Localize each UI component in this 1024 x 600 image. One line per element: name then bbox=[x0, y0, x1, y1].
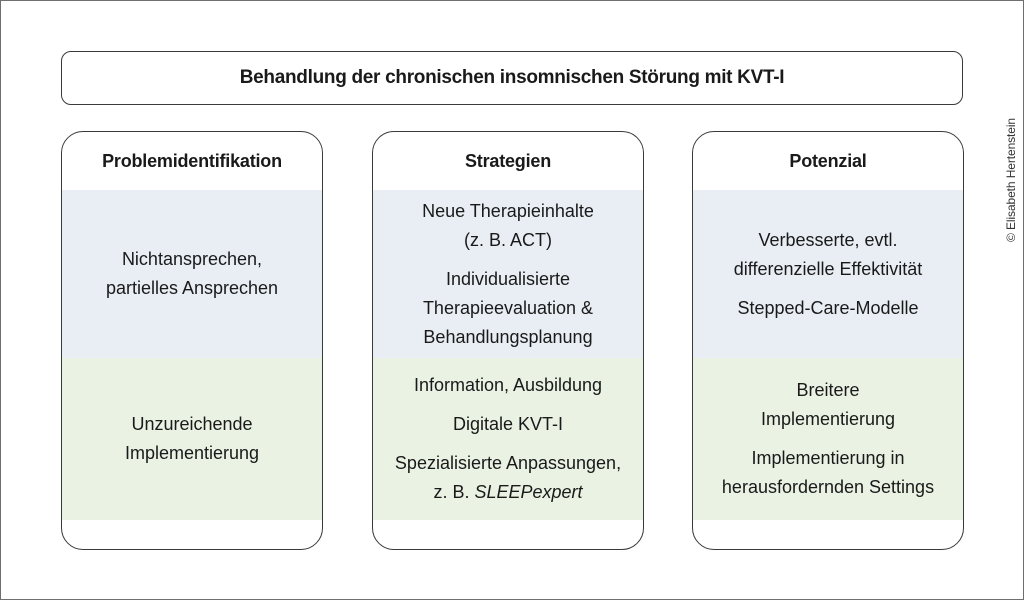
list-item: Verbesserte, evtl. differenzielle Effekt… bbox=[734, 226, 922, 284]
diagram-title: Behandlung der chronischen insomnischen … bbox=[239, 67, 785, 88]
column-strategien: Strategien Neue Therapieinhalte (z. B. A… bbox=[372, 131, 644, 550]
item-prefix: z. B. bbox=[433, 482, 475, 502]
item-line: Unzureichende bbox=[131, 414, 253, 434]
item-line: (z. B. ACT) bbox=[463, 229, 552, 250]
item-line: Behandlungsplanung bbox=[423, 326, 593, 347]
item-line: herausfordernden Settings bbox=[721, 477, 935, 497]
item-line: Implementierung bbox=[124, 443, 260, 463]
item-emphasis: SLEEPexpert bbox=[474, 482, 583, 502]
item-line: Neue Therapieinhalte bbox=[422, 200, 594, 221]
item-line-with-emphasis: z. B. SLEEPexpert bbox=[395, 478, 621, 507]
column-potenzial: Potenzial Verbesserte, evtl. differenzie… bbox=[692, 131, 964, 550]
list-item: Digitale KVT-I bbox=[453, 410, 563, 439]
green-band: Information, Ausbildung Digitale KVT-I S… bbox=[373, 358, 643, 520]
copyright-credit: © Elisabeth Hertenstein bbox=[1004, 118, 1018, 242]
list-item: Spezialisierte Anpassungen, z. B. SLEEPe… bbox=[395, 449, 621, 507]
blue-band: Verbesserte, evtl. differenzielle Effekt… bbox=[693, 190, 963, 358]
column-heading: Strategien bbox=[464, 150, 552, 171]
list-item: Individualisierte Therapieevaluation & B… bbox=[423, 265, 593, 352]
item-line: Implementierung in bbox=[751, 448, 905, 468]
item-line: Therapieevaluation & bbox=[422, 297, 594, 318]
item-line: Spezialisierte Anpassungen, bbox=[394, 453, 622, 473]
green-band: Breitere Implementierung Implementierung… bbox=[693, 358, 963, 520]
list-item: Nichtansprechen, partielles Ansprechen bbox=[106, 245, 278, 303]
column-heading: Problemidentifikation bbox=[102, 150, 282, 171]
list-item: Breitere Implementierung bbox=[761, 376, 895, 434]
list-item: Information, Ausbildung bbox=[414, 371, 602, 400]
item-line: Digitale KVT-I bbox=[452, 414, 564, 434]
item-line: partielles Ansprechen bbox=[105, 278, 279, 298]
item-line: Nichtansprechen, bbox=[121, 249, 263, 269]
list-item: Stepped-Care-Modelle bbox=[737, 294, 918, 323]
blue-band: Nichtansprechen, partielles Ansprechen bbox=[62, 190, 322, 358]
item-line: differenzielle Effektivität bbox=[733, 258, 923, 279]
list-item: Neue Therapieinhalte (z. B. ACT) bbox=[422, 197, 594, 255]
item-line: Implementierung bbox=[760, 409, 896, 429]
green-band: Unzureichende Implementierung bbox=[62, 358, 322, 520]
column-problemidentifikation: Problemidentifikation Nichtansprechen, p… bbox=[61, 131, 323, 550]
item-line: Stepped-Care-Modelle bbox=[737, 297, 919, 318]
list-item: Unzureichende Implementierung bbox=[125, 410, 259, 468]
item-line: Information, Ausbildung bbox=[413, 375, 603, 395]
list-item: Implementierung in herausfordernden Sett… bbox=[722, 444, 934, 502]
item-line: Breitere bbox=[796, 380, 860, 400]
title-box: Behandlung der chronischen insomnischen … bbox=[61, 51, 963, 105]
item-line: Verbesserte, evtl. bbox=[758, 229, 898, 250]
blue-band: Neue Therapieinhalte (z. B. ACT) Individ… bbox=[373, 190, 643, 358]
column-heading: Potenzial bbox=[789, 150, 867, 171]
item-line: Individualisierte bbox=[445, 268, 571, 289]
